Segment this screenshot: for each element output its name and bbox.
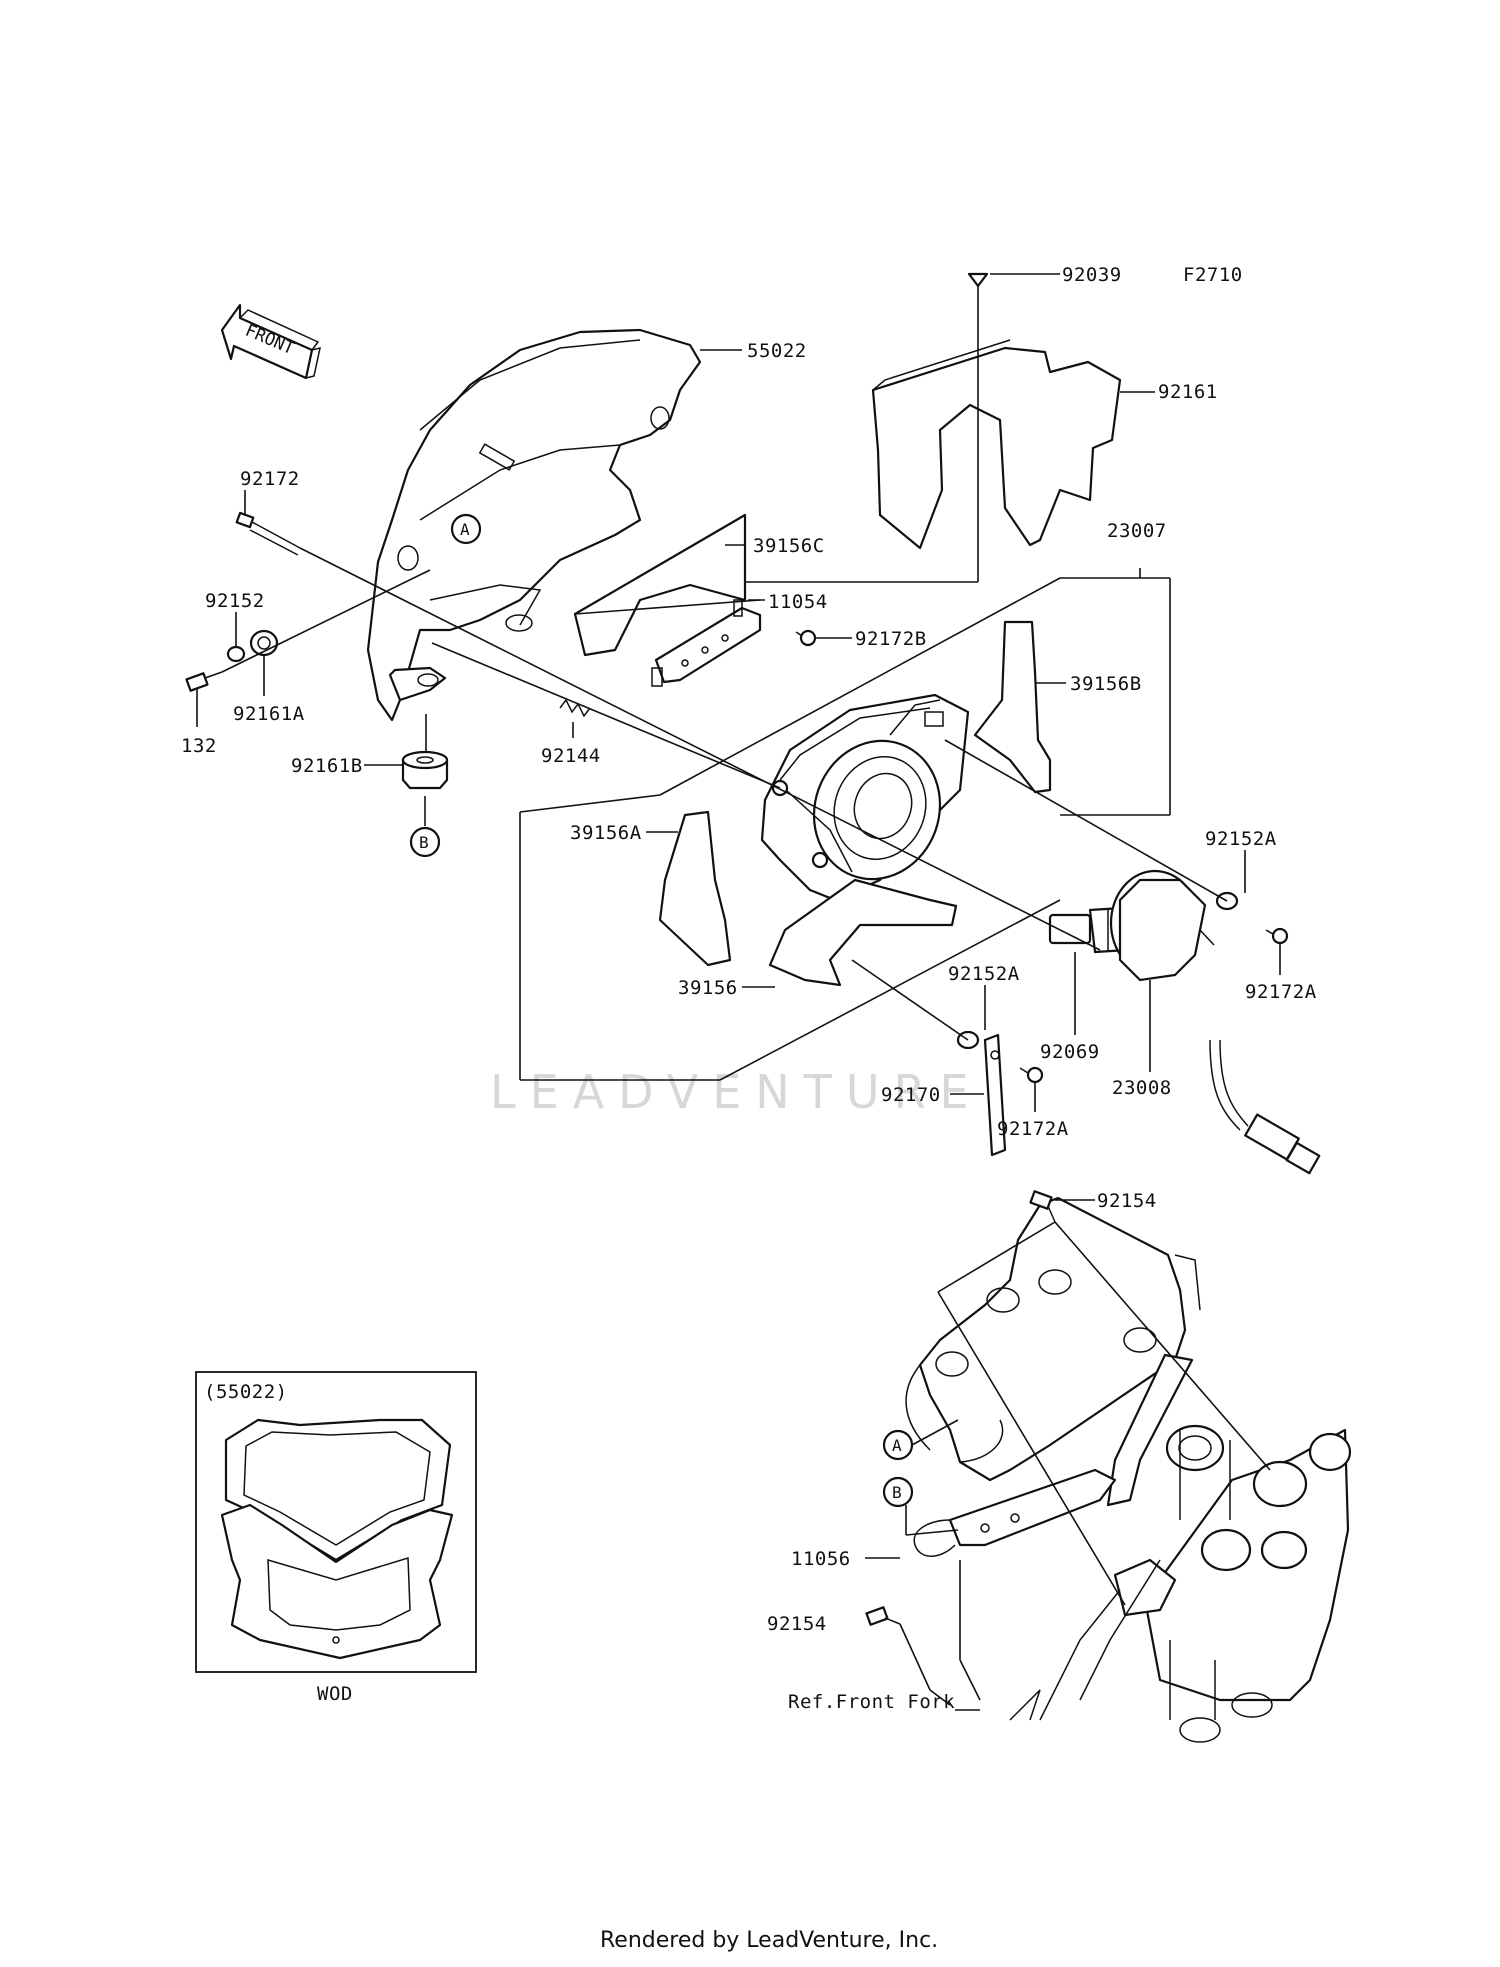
frame-bracket [905, 1196, 1201, 1557]
svg-text:A: A [460, 520, 470, 539]
screw-92172a-2-icon [1019, 1066, 1044, 1084]
callout-a-top: A [450, 513, 482, 545]
watermark: LEADVENTURE [490, 1065, 983, 1119]
front-fork-assembly [1009, 1424, 1352, 1743]
part-label-11056: 11056 [791, 1548, 851, 1570]
part-label-92152a-2: 92152A [948, 963, 1020, 985]
part-label-39156c: 39156C [753, 535, 825, 557]
part-label-92039: 92039 [1062, 264, 1122, 286]
grommet-92161b-icon [401, 750, 449, 790]
part-label-92161b: 92161B [291, 755, 363, 777]
pad-39156c [573, 513, 747, 657]
headlight-unit [760, 693, 970, 902]
part-label-23007: 23007 [1107, 520, 1167, 542]
part-label-92069: 92069 [1040, 1041, 1100, 1063]
pad-39156b [973, 620, 1052, 794]
svg-text:B: B [892, 1483, 902, 1502]
bracket-92170 [983, 1033, 1007, 1157]
part-label-55022: 55022 [747, 340, 807, 362]
bracket-11054 [651, 599, 762, 687]
spring-92144-icon [559, 698, 591, 718]
inset-caption: WOD [317, 1683, 353, 1705]
part-label-92161a: 92161A [233, 703, 305, 725]
screw-92154-1-icon [1029, 1190, 1056, 1223]
callout-b-bottom: B [882, 1476, 914, 1508]
reference-front-fork: Ref.Front Fork [788, 1691, 955, 1713]
headlight-cover [366, 328, 702, 722]
bolt-132-icon [185, 671, 223, 692]
inset-panel: (55022) [195, 1371, 477, 1673]
upper-cover-92161 [871, 339, 1122, 550]
part-label-92172b: 92172B [855, 628, 927, 650]
lower-leader-lines [865, 1199, 1271, 1711]
part-label-92154-1: 92154 [1097, 1190, 1157, 1212]
screw-92154-2-icon [865, 1606, 901, 1626]
washer-92152-icon [226, 645, 246, 663]
part-label-92172: 92172 [240, 468, 300, 490]
callout-b-top: B [409, 826, 441, 858]
part-label-92172a-2: 92172A [997, 1118, 1069, 1140]
part-label-39156: 39156 [678, 977, 738, 999]
diagram-code: F2710 [1183, 264, 1243, 286]
part-label-92152: 92152 [205, 590, 265, 612]
part-label-92154-2: 92154 [767, 1613, 827, 1635]
pad-39156a [658, 810, 732, 967]
part-label-92161: 92161 [1158, 381, 1218, 403]
pad-39156 [768, 878, 958, 987]
leader-lines [196, 349, 1281, 1112]
svg-text:B: B [419, 833, 429, 852]
footer-credit: Rendered by LeadVenture, Inc. [600, 1928, 938, 1953]
part-label-92172a-1: 92172A [1245, 981, 1317, 1003]
inset-header: (55022) [204, 1381, 288, 1403]
part-label-92170: 92170 [881, 1084, 941, 1106]
bolt-92172-icon [235, 511, 301, 556]
callout-a-bottom: A [882, 1429, 914, 1461]
part-label-23008: 23008 [1112, 1077, 1172, 1099]
svg-text:A: A [892, 1436, 902, 1455]
screw-92172a-1-icon [1265, 927, 1289, 945]
front-arrow-icon: FRONT [220, 303, 321, 380]
screw-92172b-icon [795, 629, 817, 647]
part-label-39156a: 39156A [570, 822, 642, 844]
part-label-39156b: 39156B [1070, 673, 1142, 695]
part-label-92152a-1: 92152A [1205, 828, 1277, 850]
socket-23008 [1109, 869, 1321, 1175]
part-label-11054: 11054 [768, 591, 828, 613]
part-label-132: 132 [181, 735, 217, 757]
part-label-92144: 92144 [541, 745, 601, 767]
